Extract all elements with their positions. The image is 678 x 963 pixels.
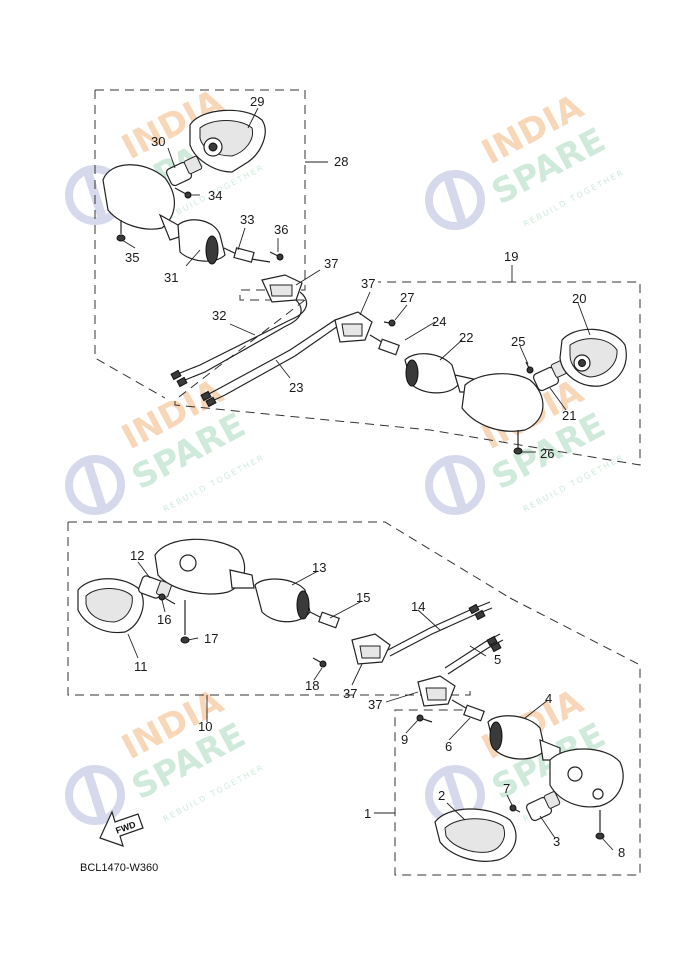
callout-36: 36 (274, 222, 288, 237)
screw-18 (312, 657, 327, 668)
screw-7 (509, 804, 521, 813)
bracket-37-bottom-left (351, 633, 391, 665)
callout-37: 37 (343, 686, 357, 701)
lens-29 (189, 109, 266, 173)
callout-28: 28 (334, 154, 348, 169)
watermark-logo: INDIA SPARE REBUILD TOGETHER (65, 371, 266, 515)
callout-7: 7 (503, 781, 510, 796)
callout-14: 14 (411, 599, 425, 614)
lens-2 (434, 808, 517, 862)
callout-16: 16 (157, 612, 171, 627)
screw-25 (525, 361, 534, 374)
callout-27: 27 (400, 290, 414, 305)
assembly-10-outline (67, 521, 641, 876)
bulb-21 (532, 360, 568, 392)
bracket-37-bottom-right (417, 675, 456, 707)
callout-22: 22 (459, 330, 473, 345)
screw-34 (174, 187, 192, 199)
callout-29: 29 (250, 94, 264, 109)
screw-16 (158, 593, 176, 605)
callout-3: 3 (553, 834, 560, 849)
bracket-37-top-left (261, 274, 303, 303)
fwd-arrow-icon: FWD (99, 810, 144, 847)
screw-8 (595, 810, 605, 840)
screw-35 (116, 220, 126, 242)
lens-11 (77, 578, 144, 634)
callout-10: 10 (198, 719, 212, 734)
callout-9: 9 (401, 732, 408, 747)
callout-34: 34 (208, 188, 222, 203)
callout-8: 8 (618, 845, 625, 860)
callout-32: 32 (212, 308, 226, 323)
harness-wires-bottom (387, 601, 504, 675)
callout-13: 13 (312, 560, 326, 575)
callout-18: 18 (305, 678, 319, 693)
callout-31: 31 (164, 270, 178, 285)
callout-25: 25 (511, 334, 525, 349)
callout-35: 35 (125, 250, 139, 265)
callout-30: 30 (151, 134, 165, 149)
screw-17 (180, 600, 190, 644)
screw-26 (513, 430, 523, 455)
watermark-logo: INDIA SPARE REBUILD TOGETHER (425, 86, 626, 230)
screw-27 (383, 319, 396, 327)
callout-37: 37 (361, 276, 375, 291)
screw-9 (416, 714, 433, 723)
harness-wires-top (170, 291, 339, 408)
callout-33: 33 (240, 212, 254, 227)
housing-31 (102, 164, 271, 265)
bulb-3 (525, 791, 561, 822)
callout-11: 11 (134, 659, 148, 674)
callout-1: 1 (364, 806, 371, 821)
callout-21: 21 (562, 408, 576, 423)
callout-6: 6 (445, 739, 452, 754)
callout-19: 19 (504, 249, 518, 264)
callout-12: 12 (130, 548, 144, 563)
bulb-12 (138, 575, 172, 599)
callout-labels: 29 30 34 28 33 36 31 35 37 32 23 37 27 2… (125, 94, 625, 860)
callout-37: 37 (368, 697, 382, 712)
callout-20: 20 (572, 291, 586, 306)
callout-5: 5 (494, 652, 501, 667)
callout-4: 4 (545, 691, 552, 706)
drawing-code: BCL1470-W360 (80, 862, 158, 874)
callout-17: 17 (204, 631, 218, 646)
callout-2: 2 (438, 788, 445, 803)
bracket-37-top-right (334, 311, 373, 343)
housing-13-front-left (154, 538, 340, 629)
callout-37: 37 (324, 256, 338, 271)
housing-4 (451, 699, 624, 808)
bulb-30 (165, 155, 203, 187)
housing-22 (369, 334, 544, 432)
screw-36 (269, 251, 284, 261)
callout-15: 15 (356, 590, 370, 605)
callout-24: 24 (432, 314, 446, 329)
callout-leaders (121, 107, 614, 851)
callout-26: 26 (540, 446, 554, 461)
callout-23: 23 (289, 380, 303, 395)
watermark-logo: INDIA SPARE REBUILD TOGETHER (65, 681, 266, 825)
lens-20 (559, 328, 627, 387)
